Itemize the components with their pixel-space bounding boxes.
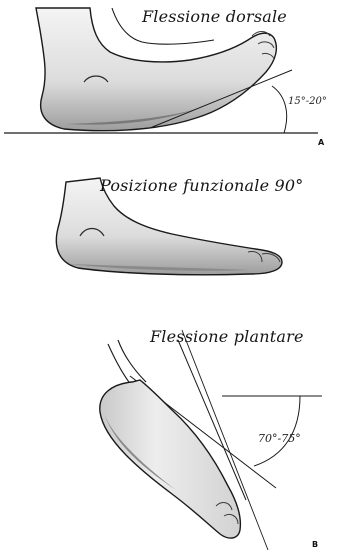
- caption-dorsal-flexion: Flessione dorsale: [142, 7, 287, 26]
- angle-label-plantar: 70°-75°: [258, 432, 301, 445]
- plantar-foot-shape: [100, 380, 241, 538]
- panel-letter-a: A: [318, 138, 324, 147]
- plantar-angle-arc: [254, 396, 300, 466]
- angle-label-dorsal: 15°-20°: [288, 96, 327, 107]
- dorsal-angle-arc: [272, 86, 287, 133]
- plantar-leg-line: [108, 340, 146, 386]
- dorsal-foot-shape: [36, 8, 276, 131]
- panel-dorsal-flexion: [4, 8, 318, 133]
- caption-functional-position: Posizione funzionale 90°: [100, 176, 304, 195]
- panel-letter-b: B: [312, 540, 318, 549]
- caption-plantar-flexion: Flessione plantare: [150, 327, 304, 346]
